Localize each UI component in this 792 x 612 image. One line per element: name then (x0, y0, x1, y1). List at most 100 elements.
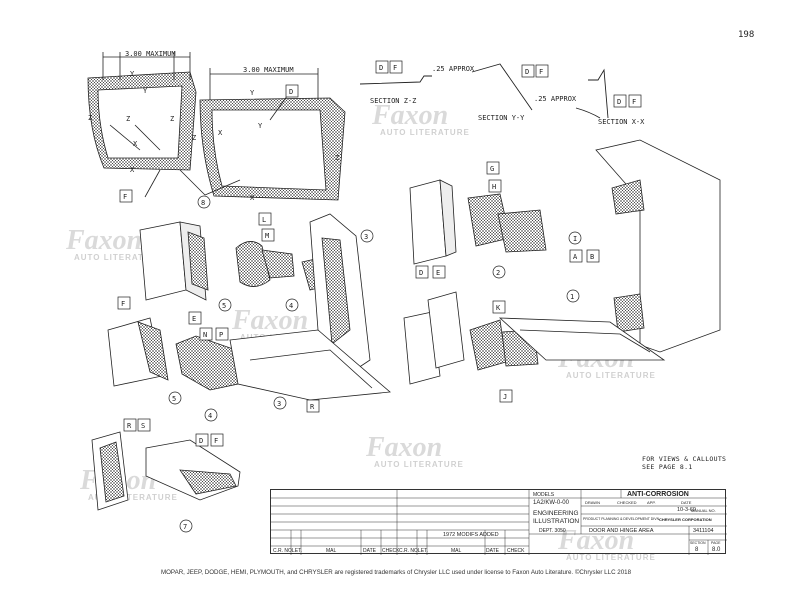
svg-text:1: 1 (570, 293, 574, 301)
svg-text:I: I (573, 235, 577, 243)
watermark-sub: AUTO LITERATURE (374, 460, 464, 469)
svg-text:F: F (123, 193, 127, 201)
svg-text:R: R (310, 403, 315, 411)
svg-text:N: N (203, 331, 207, 339)
section-x-label: SECTION X-X (598, 118, 645, 126)
section-y-label: SECTION Y-Y (478, 114, 525, 122)
subject: DOOR AND HINGE AREA (589, 528, 654, 534)
models-value: 1A2/KW-0-00 (533, 500, 569, 506)
svg-text:X: X (130, 166, 135, 174)
svg-text:J: J (503, 393, 507, 401)
page-label: PAGE (711, 541, 721, 545)
dept: DEPT. 3050 (539, 528, 566, 534)
rev-col-label: C.R. NO. (273, 548, 294, 554)
svg-text:F: F (214, 437, 218, 445)
svg-text:Y: Y (258, 122, 263, 130)
rev-col-label: DATE (486, 548, 499, 554)
date-value: 10-3-69 (677, 507, 696, 513)
svg-text:F: F (121, 300, 125, 308)
svg-text:2: 2 (496, 269, 500, 277)
svg-text:5: 5 (222, 302, 226, 310)
svg-text:E: E (192, 315, 196, 323)
svg-text:Z: Z (88, 114, 92, 122)
page-number: 198 (738, 30, 755, 40)
svg-text:D: D (379, 64, 383, 72)
manual-label: MANUAL NO. (691, 508, 716, 513)
svg-text:4: 4 (208, 412, 212, 420)
manual-number: 3411104 (693, 528, 714, 534)
door-panels (87, 52, 346, 201)
svg-text:Y: Y (250, 89, 255, 97)
drawn-label: DRAWN (585, 500, 600, 505)
models-label: MODELS (533, 492, 555, 498)
door-axis-labels: Y Y Z Z Z X X Y Y Z X Z X (88, 70, 339, 202)
rev-col-label: C.R. NO. (399, 548, 420, 554)
views-note: FOR VIEWS & CALLOUTS SEE PAGE 8.1 (642, 455, 727, 471)
svg-text:Y: Y (130, 70, 135, 78)
section-z-label: SECTION Z-Z (370, 97, 416, 105)
svg-text:D: D (419, 269, 423, 277)
section-label: SECTION (690, 541, 706, 545)
revision-note: 1972 MODIFS ADDED (443, 532, 499, 538)
svg-text:3: 3 (277, 400, 281, 408)
watermark-sub: AUTO LITERATURE (380, 128, 470, 137)
svg-text:L: L (262, 216, 266, 224)
rev-col-label: LET. (418, 548, 429, 554)
svg-text:Z: Z (192, 134, 196, 142)
trademark-footer: MOPAR, JEEP, DODGE, HEMI, PLYMOUTH, and … (160, 569, 632, 576)
svg-text:D: D (199, 437, 203, 445)
watermark-logo: Faxon (372, 100, 449, 131)
svg-text:R: R (127, 422, 132, 430)
svg-text:B: B (590, 253, 594, 261)
product-planning: PRODUCT PLANNING & DEVELOPMENT DIVN. (583, 517, 661, 521)
svg-text:E: E (436, 269, 440, 277)
svg-text:X: X (218, 129, 223, 137)
chrysler-logo: CHRYSLER CORPORATION (659, 517, 712, 522)
section-sketches (359, 63, 609, 119)
watermark-sub: AUTO LITERATURE (566, 553, 656, 562)
svg-text:H: H (492, 183, 496, 191)
page-value: 8.0 (712, 547, 721, 553)
app-label: APP. (647, 500, 656, 505)
rev-col-label: MAL (451, 548, 462, 554)
watermark-sub: AUTO LITERATURE (566, 371, 656, 380)
watermark-logo: Faxon (66, 225, 143, 256)
svg-text:Z: Z (335, 154, 339, 162)
svg-text:5: 5 (172, 395, 176, 403)
svg-text:K: K (496, 304, 501, 312)
watermark-logo: Faxon (366, 432, 443, 463)
svg-text:F: F (393, 64, 397, 72)
approx-label: .25 APPROX (534, 95, 577, 103)
watermark-sub: AUTO LITERATURE (74, 253, 164, 262)
rev-col-label: MAL (326, 548, 337, 554)
svg-text:P: P (219, 331, 223, 339)
svg-text:X: X (133, 140, 138, 148)
rev-col-label: DATE (363, 548, 376, 554)
revision-grid (271, 490, 727, 555)
lower-panels (91, 431, 241, 511)
checked-label: CHECKED (617, 500, 637, 505)
svg-text:M: M (265, 232, 269, 240)
rev-col-label: CHECK (507, 548, 525, 554)
svg-text:D: D (525, 68, 529, 76)
eng-illustration-1: ENGINEERING (533, 510, 579, 517)
eng-illustration-2: ILLUSTRATION (533, 518, 580, 525)
svg-text:Y: Y (143, 87, 148, 95)
hinge-assembly-right (403, 139, 721, 385)
svg-text:D: D (289, 88, 293, 96)
svg-text:7: 7 (183, 523, 187, 531)
dimension-label: 3.00 MAXIMUM (125, 50, 176, 58)
svg-text:4: 4 (289, 302, 293, 310)
callout-markers (117, 60, 642, 533)
callout-labels: D F 8 L M 3 4 5 F E N P 5 4 3 R D E G H … (121, 64, 636, 531)
dimension-label: 3.00 MAXIMUM (243, 66, 294, 74)
title-block: C.R. NO. LET. MAL DATE CHECK C.R. NO. LE… (270, 489, 727, 555)
svg-text:3: 3 (364, 233, 368, 241)
svg-text:8: 8 (201, 199, 205, 207)
watermark-logo: Faxon (558, 525, 635, 556)
svg-text:A: A (573, 253, 578, 261)
date-label: DATE (681, 500, 692, 505)
hinge-assembly-left (107, 213, 391, 401)
svg-text:Z: Z (126, 115, 130, 123)
